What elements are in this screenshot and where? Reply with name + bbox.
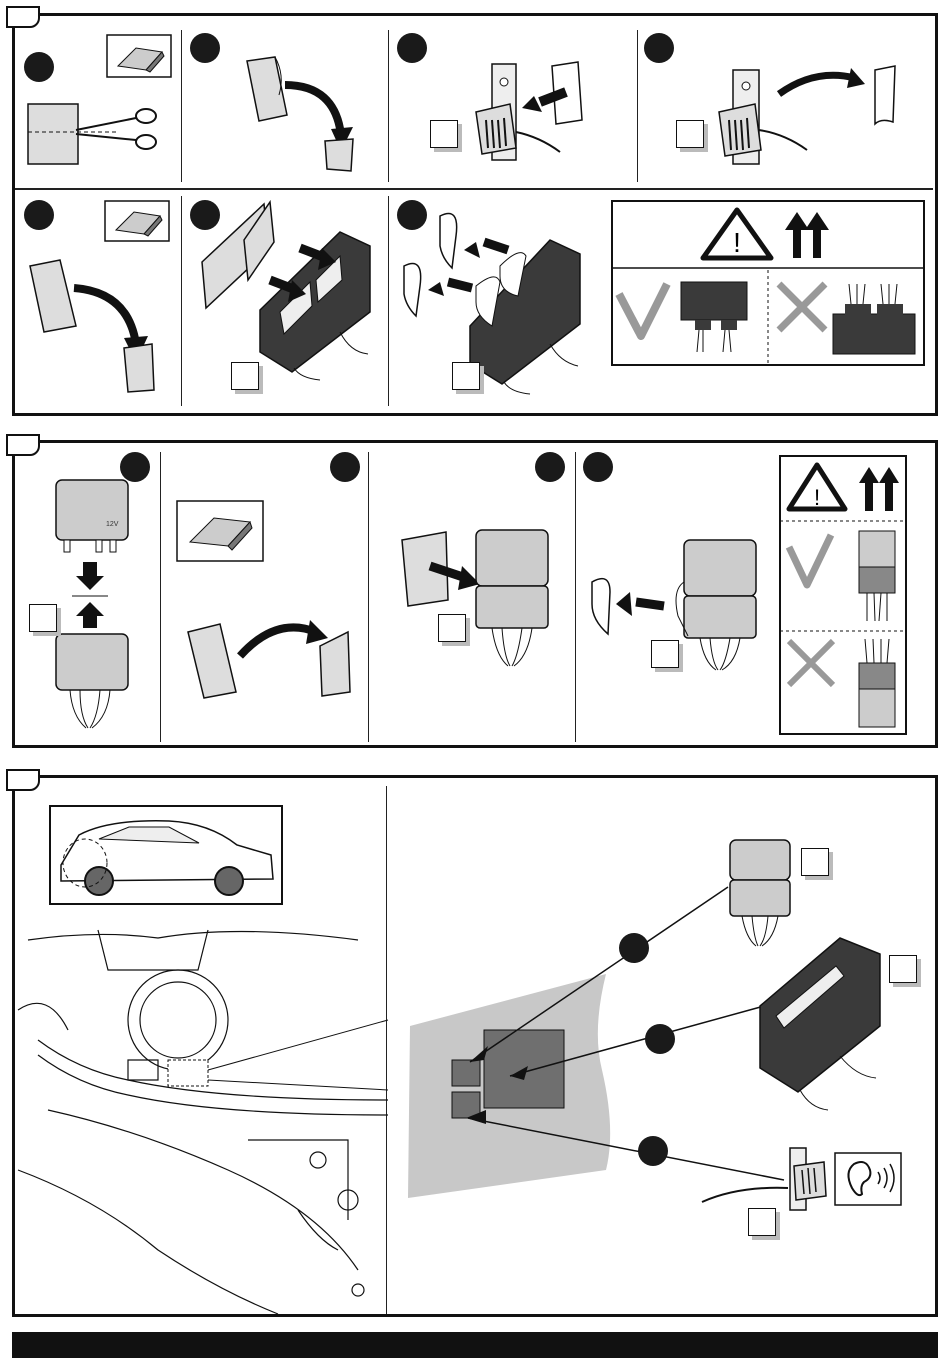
step-number — [619, 933, 649, 963]
control-module-diagram — [740, 936, 890, 1114]
part-reference-box — [889, 955, 917, 983]
part-reference-box — [801, 848, 829, 876]
ear-icon — [834, 1152, 902, 1206]
relay-stack-diagram — [728, 838, 794, 950]
step-number — [638, 1136, 668, 1166]
siren-diagram — [698, 1146, 828, 1216]
part-reference-box — [748, 1208, 776, 1236]
step-number — [645, 1024, 675, 1054]
footer-bar — [12, 1332, 938, 1358]
